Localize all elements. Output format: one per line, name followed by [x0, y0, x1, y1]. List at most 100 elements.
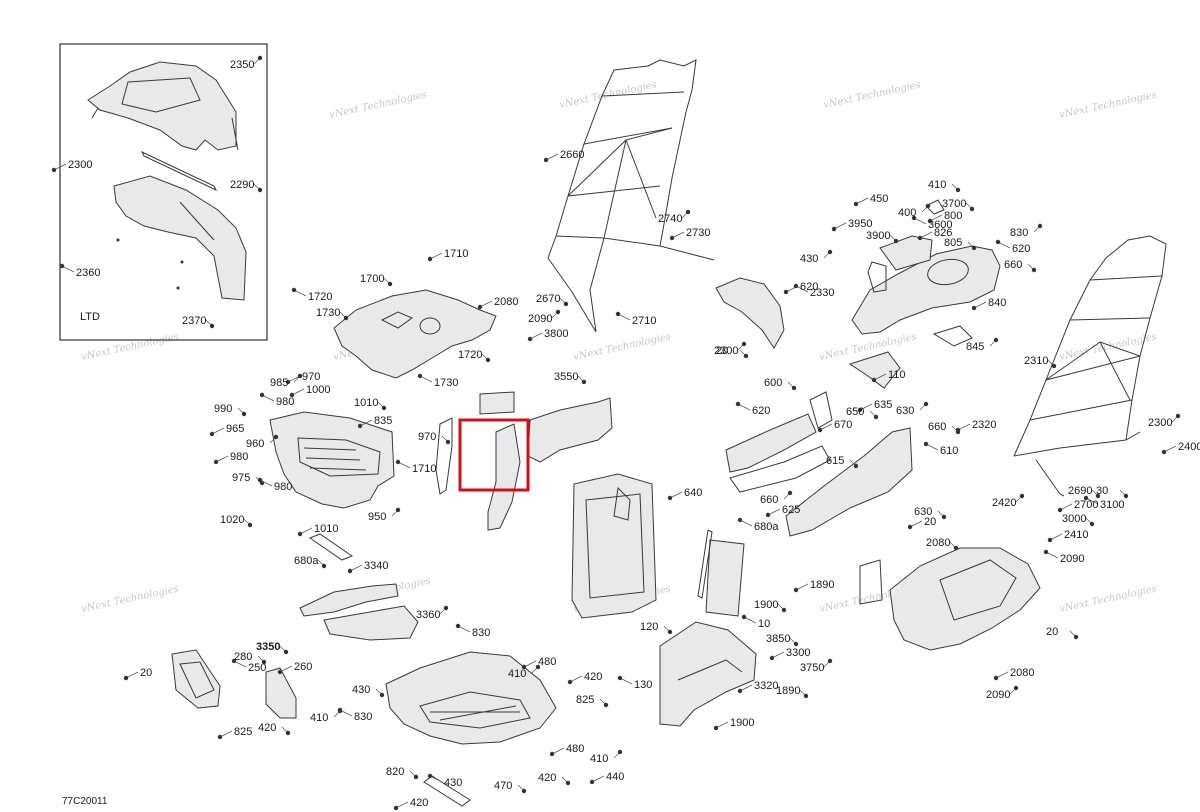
callout-2310: 2310	[1024, 355, 1048, 367]
fastener-marker	[791, 385, 797, 391]
callout-1720: 1720	[458, 349, 482, 361]
part-2300-center	[715, 277, 785, 349]
inset-part-2350	[87, 61, 237, 151]
fastener-marker	[907, 524, 913, 530]
fastener-marker	[59, 263, 65, 269]
fastener-marker	[209, 431, 215, 437]
fastener-marker	[563, 301, 569, 307]
leader-line	[53, 163, 67, 171]
fastener-marker	[581, 379, 587, 385]
callout-830: 830	[1010, 227, 1028, 239]
fastener-marker	[321, 563, 327, 569]
callout-labels: 2350230022902360237026602740273026702710…	[68, 59, 1200, 809]
fastener-marker	[737, 517, 743, 523]
callout-430: 430	[352, 684, 370, 696]
callout-2420: 2420	[992, 497, 1016, 509]
fastener-marker	[685, 209, 691, 215]
leader-line	[715, 721, 729, 729]
leader-line	[395, 801, 409, 809]
part-950-grid	[297, 437, 381, 477]
callout-3550: 3550	[554, 371, 578, 383]
part-350	[659, 621, 757, 727]
fastener-marker	[827, 658, 833, 664]
fastener-marker	[735, 401, 741, 407]
callout-3360: 3360	[416, 609, 440, 621]
fastener-marker	[923, 401, 929, 407]
fastener-marker	[567, 679, 573, 685]
fastener-marker	[427, 256, 433, 262]
callout-480: 480	[538, 656, 556, 668]
part-3950	[697, 529, 713, 599]
fastener-marker	[667, 495, 673, 501]
callout-2360: 2360	[76, 267, 100, 279]
callout-620: 620	[1012, 243, 1030, 255]
leader-line	[739, 684, 753, 692]
fastener-marker	[259, 392, 265, 398]
part-600-tread	[419, 691, 531, 729]
leader-line	[795, 583, 809, 591]
part-680a-left	[308, 533, 354, 561]
callout-620: 620	[800, 281, 818, 293]
fastener-marker	[427, 773, 433, 779]
leader-line	[1049, 533, 1063, 541]
leader-line	[795, 285, 809, 293]
callout-650: 650	[846, 406, 864, 418]
part-3320	[725, 413, 817, 473]
part-400-bracket	[613, 486, 631, 521]
leader-lines	[51, 55, 1181, 811]
inset-part-2300	[113, 175, 247, 301]
callout-2300: 2300	[1148, 417, 1172, 429]
fastener-marker	[871, 377, 877, 383]
fastener-marker	[1083, 495, 1089, 501]
part-3300	[848, 351, 901, 389]
part-3340	[479, 391, 515, 415]
leader-line	[1059, 503, 1073, 511]
fastener-marker	[817, 427, 823, 433]
callout-2090: 2090	[528, 313, 552, 325]
fastener-marker	[1013, 685, 1019, 691]
fastener-marker	[261, 659, 267, 665]
callout-2660: 2660	[560, 149, 584, 161]
leader-line	[219, 730, 233, 738]
fastener-marker	[1175, 413, 1181, 419]
part-2660-cage	[547, 59, 715, 333]
leader-line	[739, 519, 753, 527]
callout-640: 640	[684, 487, 702, 499]
part-350-rib	[677, 659, 743, 681]
callout-985: 985	[270, 377, 288, 389]
callout-610: 610	[940, 445, 958, 457]
part-1600-inner	[939, 559, 1017, 621]
callout-635: 635	[874, 399, 892, 411]
fastener-marker	[917, 235, 923, 241]
fastener-marker	[857, 407, 863, 413]
callout-420: 420	[258, 722, 276, 734]
leader-line	[293, 289, 307, 297]
callout-1900: 1900	[730, 717, 754, 729]
fastener-marker	[343, 315, 349, 321]
fastener-marker	[549, 751, 555, 757]
callout-20: 20	[924, 516, 936, 528]
leader-line	[855, 197, 869, 205]
fastener-marker	[911, 215, 917, 221]
callout-2740: 2740	[658, 213, 682, 225]
callout-1890: 1890	[810, 579, 834, 591]
part-3600	[299, 583, 399, 617]
fastener-marker	[521, 788, 527, 794]
callout-845: 845	[966, 341, 984, 353]
part-30	[925, 199, 945, 215]
leader-line	[873, 373, 887, 381]
inset-frame	[59, 43, 268, 341]
callout-410: 410	[590, 753, 608, 765]
callout-1010: 1010	[354, 397, 378, 409]
fastener-marker	[803, 693, 809, 699]
leader-line	[859, 403, 873, 411]
fastener-marker	[543, 157, 549, 163]
leader-line	[429, 252, 443, 260]
leader-line	[771, 651, 785, 659]
fastener-marker	[955, 187, 961, 193]
fastener-marker	[713, 725, 719, 731]
callout-3900: 3900	[866, 230, 890, 242]
leader-line	[349, 564, 363, 572]
fastener-marker	[277, 669, 283, 675]
